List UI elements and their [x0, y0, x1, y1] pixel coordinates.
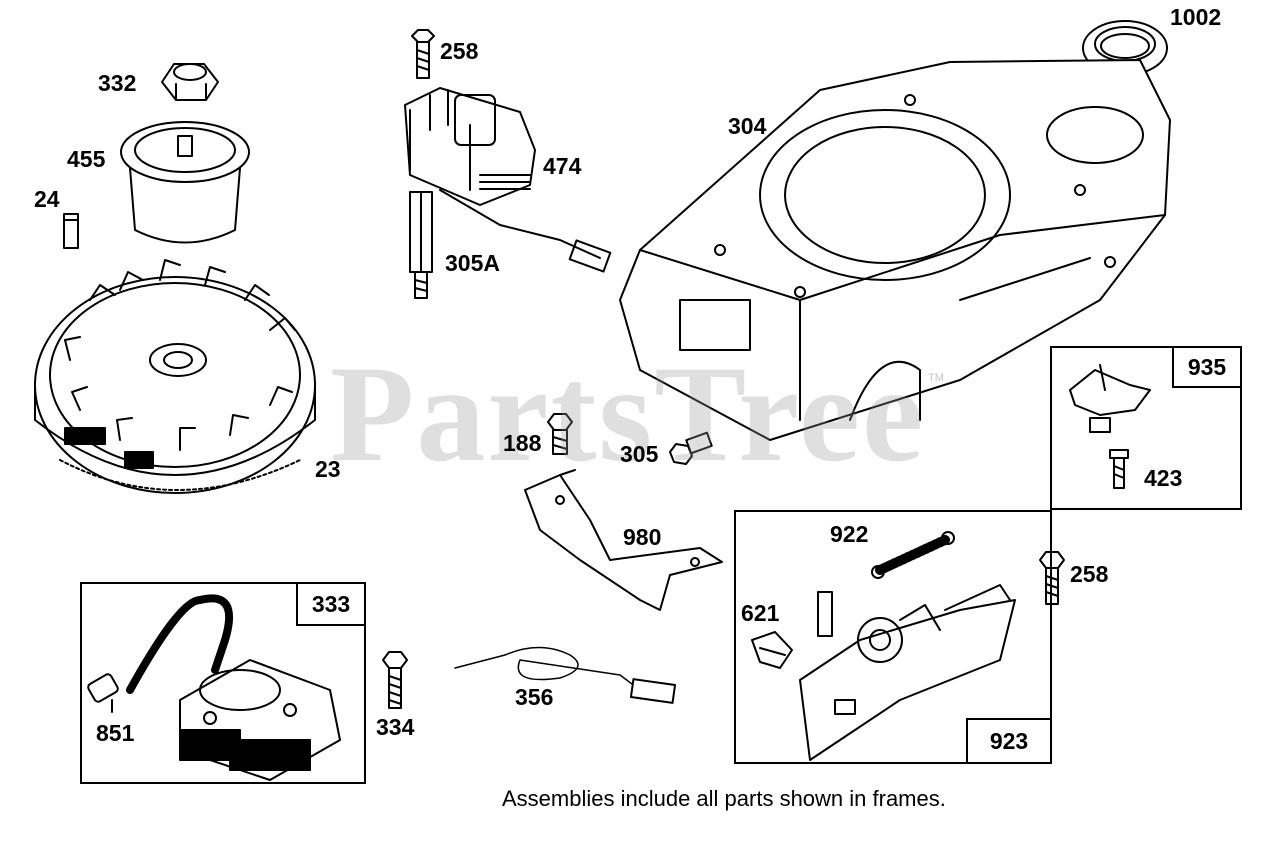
label-423: 423	[1144, 465, 1183, 491]
label-455: 455	[67, 146, 106, 172]
frame-333: 333	[80, 582, 366, 784]
frame-923: 923	[734, 510, 1052, 764]
bolt-258-top	[411, 29, 435, 79]
label-621: 621	[741, 600, 780, 626]
watermark-tm: TM	[928, 372, 944, 384]
bracket-980	[524, 469, 723, 611]
label-258-top: 258	[440, 38, 479, 64]
armature-474	[404, 87, 612, 273]
bolt-258-right	[1039, 551, 1065, 605]
ignition-coil-333	[87, 594, 341, 781]
label-258-right: 258	[1070, 561, 1109, 587]
blower-housing-304	[619, 59, 1171, 441]
bolt-188	[547, 413, 573, 455]
label-24: 24	[34, 186, 60, 212]
label-305A: 305A	[445, 250, 500, 276]
label-188: 188	[503, 430, 542, 456]
label-334: 334	[376, 714, 415, 740]
spring-922	[871, 531, 955, 579]
clip-621	[751, 631, 793, 669]
frame-935: 935	[1050, 346, 1242, 510]
label-356: 356	[515, 684, 554, 710]
screw-423	[1109, 449, 1129, 489]
label-980: 980	[623, 524, 662, 550]
label-332: 332	[98, 70, 137, 96]
standoff-305A	[409, 191, 433, 299]
nut-332	[161, 63, 219, 101]
frame-935-tag: 935	[1172, 346, 1242, 388]
assemblies-note: Assemblies include all parts shown in fr…	[502, 786, 946, 811]
wire-356	[454, 646, 677, 704]
label-1002: 1002	[1170, 4, 1222, 30]
label-922: 922	[830, 521, 869, 547]
label-474: 474	[543, 153, 582, 179]
cup-455	[120, 121, 250, 244]
label-305: 305	[620, 441, 659, 467]
frame-923-tag: 923	[966, 718, 1052, 764]
bolt-334	[382, 651, 408, 709]
governor-part-935	[1069, 364, 1151, 433]
flywheel-23	[34, 259, 316, 494]
key-24	[63, 213, 79, 249]
frame-333-tag: 333	[296, 582, 366, 626]
label-23: 23	[315, 456, 341, 482]
label-851: 851	[96, 720, 135, 746]
watermark: PartsTree	[330, 337, 926, 490]
bolt-305	[669, 431, 713, 465]
label-304: 304	[728, 113, 767, 139]
control-plate-923	[799, 584, 1016, 761]
